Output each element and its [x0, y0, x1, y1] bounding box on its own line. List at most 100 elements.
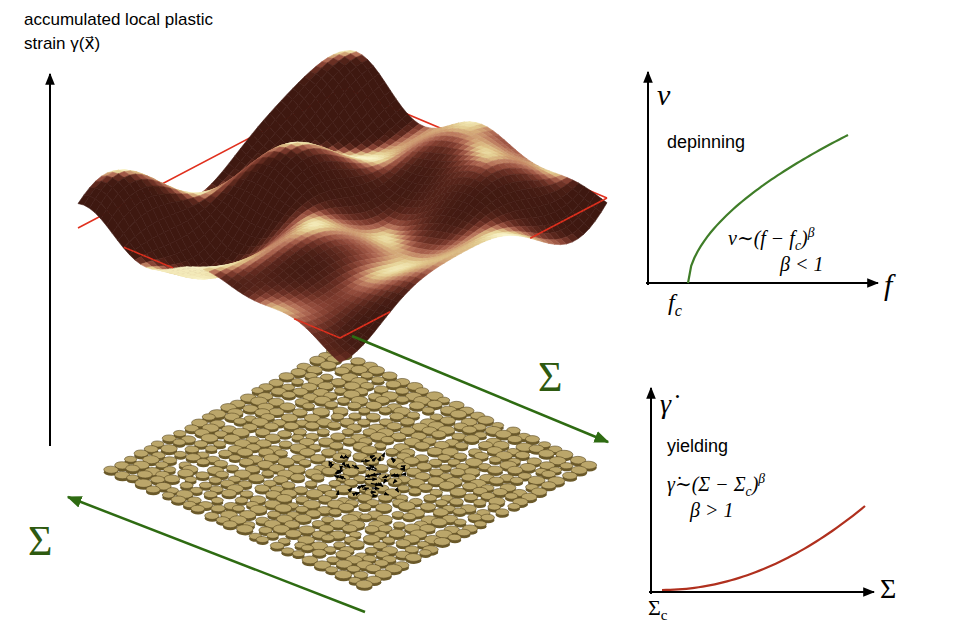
disk [342, 525, 357, 532]
displacement-arrow [383, 476, 390, 478]
disk [489, 477, 503, 484]
displacement-arrow [340, 476, 346, 480]
disk [432, 431, 446, 438]
disk [496, 509, 509, 516]
disk [382, 372, 397, 379]
disk [389, 529, 406, 537]
disk [541, 482, 556, 489]
disk [137, 471, 152, 478]
displacement-arrow [345, 456, 349, 458]
disk [349, 413, 362, 419]
disk [450, 410, 466, 418]
disk [252, 388, 264, 394]
disk [375, 503, 392, 511]
disk [239, 458, 254, 465]
displacement-arrow [391, 475, 397, 476]
disk [366, 413, 380, 420]
displacement-arrow [384, 479, 386, 483]
disk [515, 452, 529, 459]
disk [365, 547, 378, 553]
displacement-arrow [366, 468, 376, 471]
disk [282, 391, 296, 398]
disk [275, 504, 292, 512]
disk [174, 451, 186, 457]
displacement-arrow [340, 466, 342, 470]
disk [240, 491, 253, 497]
disk [450, 468, 465, 475]
disk [194, 441, 208, 448]
disk [438, 454, 451, 460]
disk [356, 580, 373, 588]
disk [337, 397, 349, 403]
disk [351, 358, 366, 365]
disk [419, 550, 431, 556]
disk [455, 442, 468, 448]
displacement-arrow [372, 458, 376, 461]
disk [202, 414, 215, 420]
displacement-arrow [370, 456, 375, 458]
displacement-arrow [370, 491, 375, 492]
disk [419, 484, 433, 491]
disk [542, 471, 556, 478]
displacement-arrow [386, 493, 388, 495]
disk [386, 448, 398, 454]
displacement-arrow [349, 488, 351, 490]
displacement-arrow [363, 488, 369, 489]
disk [525, 436, 539, 443]
disk [481, 514, 495, 521]
disk [312, 549, 326, 556]
disk [415, 442, 430, 449]
disk [409, 488, 422, 494]
displacement-arrow [346, 464, 350, 468]
disk [235, 497, 248, 503]
disk [405, 554, 421, 562]
disk [229, 455, 241, 461]
disk [348, 402, 361, 409]
disk [361, 372, 373, 378]
height-axis [49, 74, 51, 446]
disk [409, 402, 424, 410]
disk [174, 430, 186, 436]
disk [473, 499, 486, 505]
displacement-arrow [383, 453, 385, 455]
disk [468, 514, 482, 521]
disk [196, 472, 210, 479]
disk [387, 423, 402, 430]
disk [343, 438, 356, 444]
disk [305, 481, 317, 487]
disk [256, 536, 268, 542]
disk [393, 522, 405, 528]
disk [290, 474, 305, 481]
displacement-arrow [373, 495, 376, 497]
disk [185, 476, 197, 482]
disk [255, 485, 270, 492]
disk [222, 489, 237, 496]
disk [126, 465, 140, 472]
disk [310, 455, 325, 463]
disk [390, 469, 403, 475]
disk [382, 537, 395, 543]
disk [223, 521, 237, 528]
disk [349, 540, 364, 547]
disk [301, 545, 313, 551]
displacement-arrow [379, 457, 380, 460]
disk [339, 503, 355, 511]
disk [562, 472, 577, 479]
disk [539, 450, 554, 458]
disk [322, 535, 335, 541]
disk [363, 535, 380, 543]
disk [347, 565, 360, 571]
disk [474, 521, 486, 527]
displacement-arrow [357, 486, 362, 488]
disk [329, 442, 343, 449]
disk [303, 403, 315, 409]
disk [422, 407, 434, 413]
disk [185, 446, 199, 453]
disk [295, 514, 311, 522]
displacement-arrow [352, 465, 359, 469]
disk [296, 506, 309, 512]
disk [285, 530, 301, 538]
displacement-arrow [378, 483, 383, 487]
disk [424, 495, 437, 501]
disk [161, 445, 177, 453]
